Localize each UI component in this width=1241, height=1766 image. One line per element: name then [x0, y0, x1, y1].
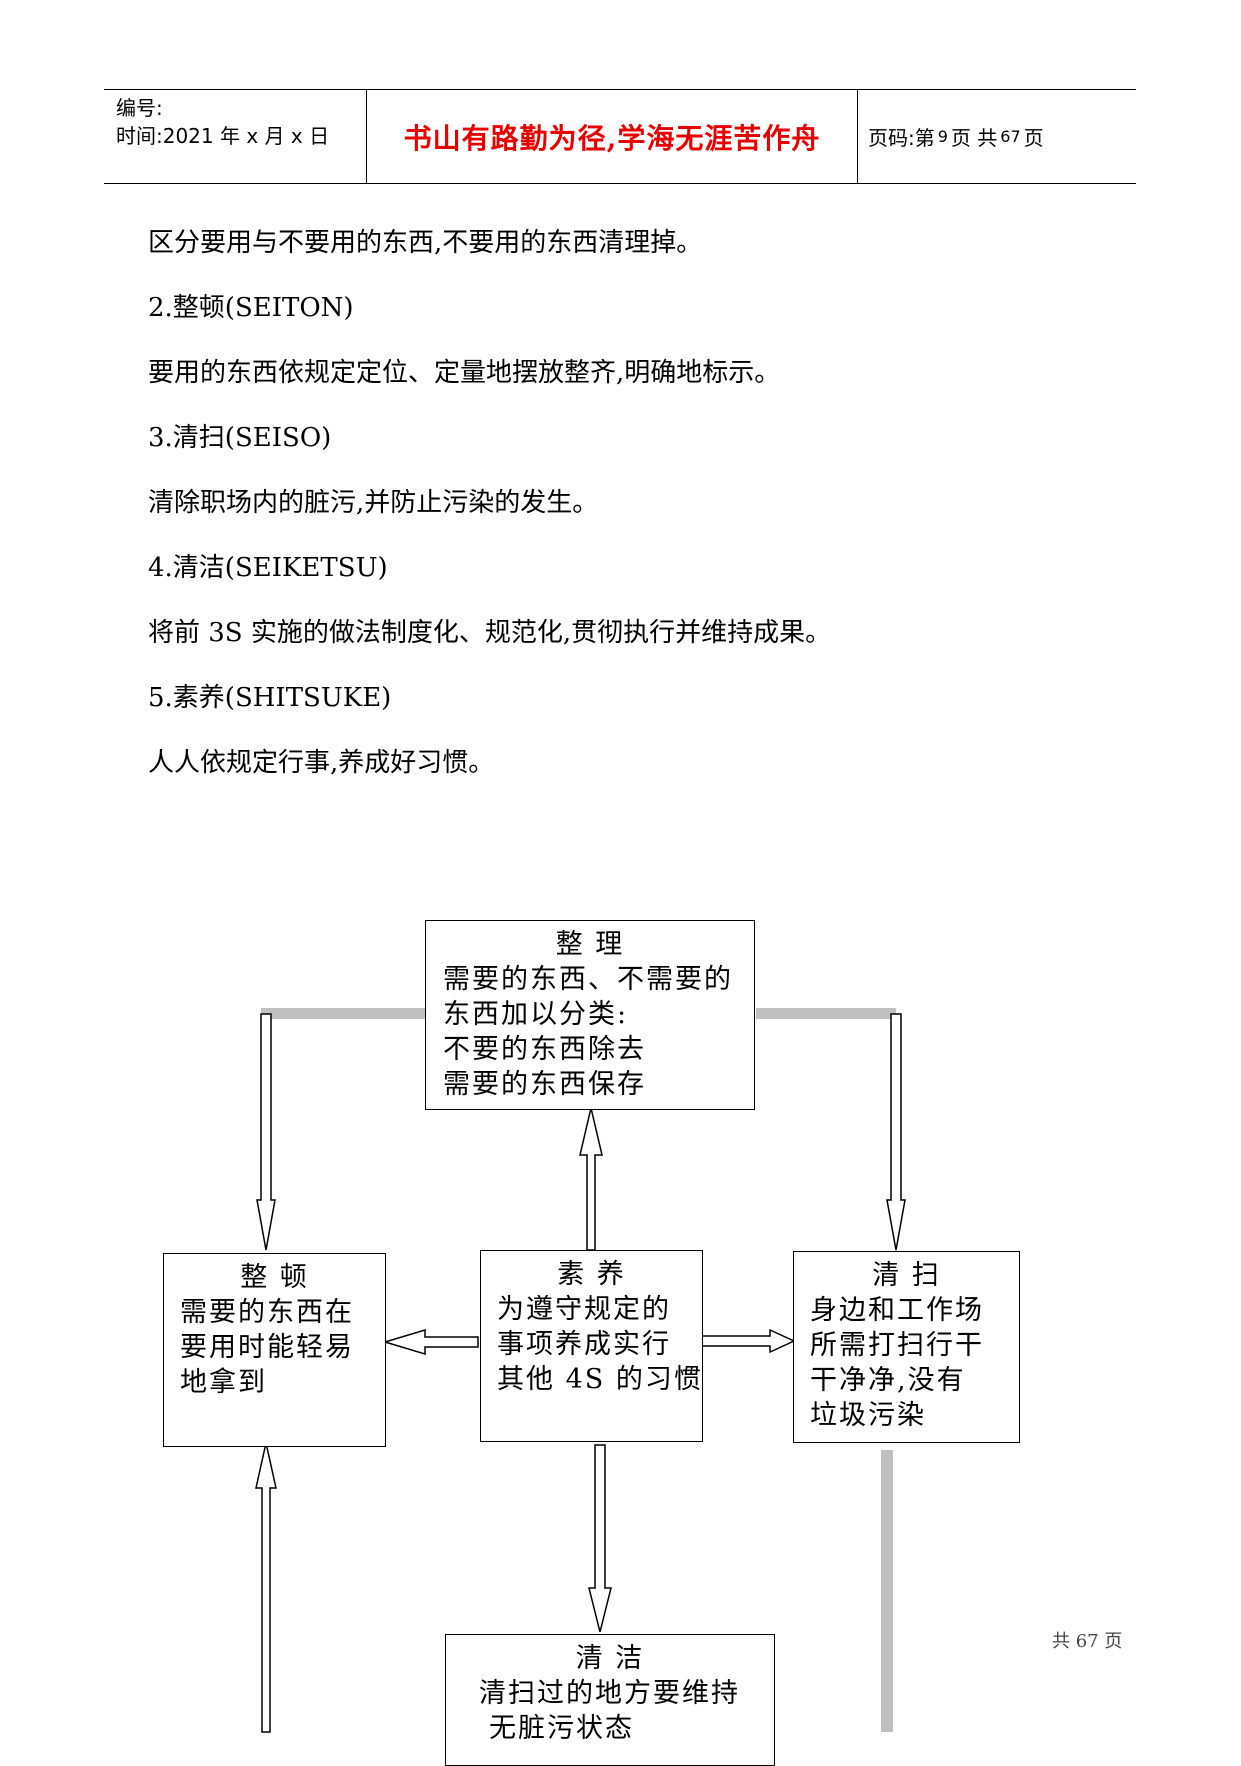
header-motto: 书山有路勤为径,学海无涯苦作舟 [366, 90, 858, 183]
header-info: 编号: 时间:2021 年 x 月 x 日 [116, 94, 329, 150]
body-line-seiso: 清除职场内的脏污,并防止污染的发生。 [148, 488, 599, 518]
body-line-1: 区分要用与不要用的东西,不要用的东西清理掉。 [148, 228, 703, 258]
box-seiri-line: 不要的东西除去 [443, 1034, 646, 1065]
box-seiri-line: 需要的东西、不需要的 [443, 964, 733, 995]
box-seiso-line: 所需打扫行干 [810, 1330, 984, 1361]
box-seiri-title: 整 理 [555, 929, 625, 960]
box-shitsuke-line: 为遵守规定的 [497, 1294, 671, 1325]
box-shitsuke-line: 事项养成实行 [497, 1329, 671, 1360]
body-line-seiton: 要用的东西依规定定位、定量地摆放整齐,明确地标示。 [148, 358, 781, 388]
box-shitsuke-line: 其他 4S 的习惯 [497, 1364, 703, 1395]
box-seiketsu-line: 无脏污状态 [489, 1713, 634, 1744]
box-seiso-line: 身边和工作场 [810, 1295, 984, 1326]
box-seiton-line: 地拿到 [180, 1367, 267, 1398]
page-number: 9 [937, 127, 948, 146]
box-shitsuke-title: 素 养 [557, 1259, 626, 1290]
box-seiton-title: 整 顿 [240, 1262, 309, 1293]
arrow-to-seiketsu [588, 1444, 612, 1633]
arrow-left-to-seiton [382, 1328, 479, 1356]
box-seiso: 清 扫 身边和工作场 所需打扫行干 干净净,没有 垃圾污染 [793, 1251, 1020, 1443]
arrow-to-seiso [886, 1013, 906, 1251]
box-seiri: 整 理 需要的东西、不需要的 东西加以分类: 不要的东西除去 需要的东西保存 [425, 920, 755, 1110]
body-line-shitsuke: 人人依规定行事,养成好习惯。 [148, 748, 495, 778]
box-seiketsu: 清 洁 清扫过的地方要维持 无脏污状态 [445, 1634, 775, 1766]
box-seiri-line: 需要的东西保存 [443, 1069, 646, 1100]
arrow-right-to-seiso [701, 1328, 796, 1354]
page-header: 编号: 时间:2021 年 x 月 x 日 书山有路勤为径,学海无涯苦作舟 页码… [104, 89, 1136, 184]
box-seiketsu-title: 清 洁 [575, 1643, 645, 1674]
item-heading-seiketsu: 4.清洁(SEIKETSU) [148, 553, 388, 583]
page-suffix: 页 [1023, 126, 1044, 150]
arrow-up-to-seiton [255, 1442, 277, 1733]
connector-bar-left [261, 1008, 426, 1019]
box-seiton-line: 要用时能轻易 [180, 1332, 354, 1363]
item-heading-shitsuke: 5.素养(SHITSUKE) [148, 683, 392, 713]
arrow-to-seiton [256, 1013, 276, 1251]
box-seiri-line: 东西加以分类: [443, 999, 629, 1030]
box-seiso-line: 干净净,没有 [810, 1365, 966, 1396]
page-mid: 页 共 [950, 126, 998, 150]
item-heading-seiton: 2.整顿(SEITON) [148, 293, 354, 323]
box-seiketsu-line: 清扫过的地方要维持 [479, 1678, 740, 1709]
connector-bar-bottom-right [881, 1450, 893, 1732]
header-page-info: 页码:第 9 页 共 67 页 [868, 90, 1044, 183]
body-line-seiketsu: 将前 3S 实施的做法制度化、规范化,贯彻执行并维持成果。 [148, 618, 832, 648]
box-seiton: 整 顿 需要的东西在 要用时能轻易 地拿到 [163, 1253, 386, 1447]
page-footer: 共 67 页 [1052, 1631, 1123, 1652]
box-seiso-line: 垃圾污染 [810, 1400, 926, 1431]
doc-number-label: 编号: [116, 96, 163, 120]
arrow-to-seiri [579, 1107, 603, 1251]
page-prefix: 页码:第 [868, 126, 935, 150]
item-heading-seiso: 3.清扫(SEISO) [148, 423, 332, 453]
box-shitsuke: 素 养 为遵守规定的 事项养成实行 其他 4S 的习惯 [480, 1250, 703, 1442]
connector-bar-right [756, 1008, 896, 1019]
page-total: 67 [1000, 127, 1021, 146]
box-seiton-line: 需要的东西在 [180, 1297, 354, 1328]
box-seiso-title: 清 扫 [872, 1260, 941, 1291]
doc-time-label: 时间:2021 年 x 月 x 日 [116, 124, 330, 148]
